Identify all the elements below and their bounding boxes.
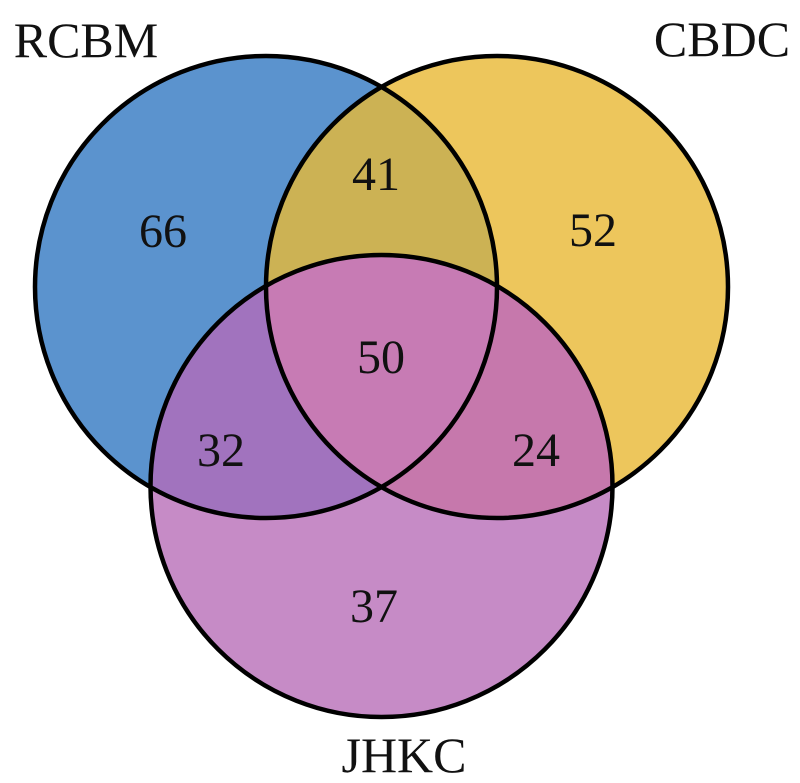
jhkc-only-count: 37	[350, 580, 398, 633]
center-count: 50	[357, 331, 405, 384]
rcbm-set-label: RCBM	[14, 12, 159, 68]
cbdc-only-count: 52	[569, 204, 617, 257]
cbdc-jhkc-count: 24	[512, 424, 560, 477]
cbdc-set-label: CBDC	[654, 11, 790, 67]
rcbm-cbdc-count: 41	[352, 148, 400, 201]
rcbm-only-count: 66	[139, 205, 187, 258]
center-overlap-fill	[266, 255, 497, 518]
rcbm-jhkc-count: 32	[197, 424, 245, 477]
jhkc-circle-outline	[148, 252, 615, 720]
jhkc-set-label: JHKC	[341, 727, 466, 783]
